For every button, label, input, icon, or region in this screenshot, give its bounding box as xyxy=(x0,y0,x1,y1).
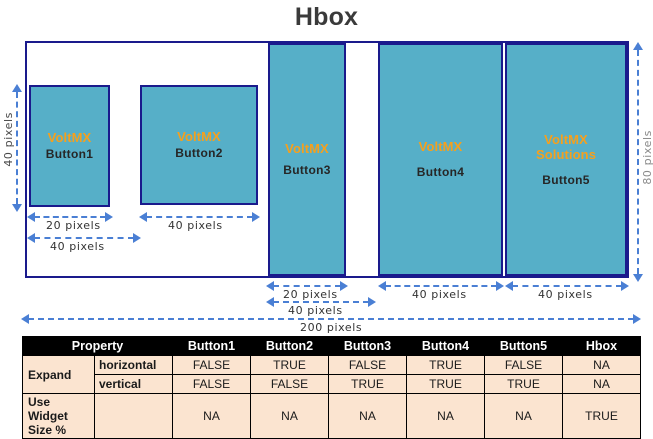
table-header-property: Property xyxy=(22,336,173,356)
dimension-label-button4-width: 40 pixels xyxy=(412,288,467,301)
row-sublabel-horizontal: horizontal xyxy=(94,355,173,375)
page-title: Hbox xyxy=(294,3,359,31)
table-row: Use Widget Size % NA NA NA NA NA TRUE xyxy=(22,393,641,439)
cell-expand-horizontal-button4: TRUE xyxy=(406,355,485,375)
row-label-use-widget-size: Use Widget Size % xyxy=(22,393,95,439)
dimension-label-container-height: 80 pixels xyxy=(641,130,653,185)
dimension-arrow-button-height xyxy=(12,84,22,212)
dimension-label-button5-width: 40 pixels xyxy=(538,288,593,301)
cell-widget-size-hbox: TRUE xyxy=(562,393,641,439)
cell-widget-size-button1: NA xyxy=(172,393,251,439)
dimension-label-button3-slot: 40 pixels xyxy=(288,304,343,317)
cell-widget-size-button3: NA xyxy=(328,393,407,439)
button-5-brand-line2: Solutions xyxy=(535,146,597,162)
dimension-arrow-button4-width xyxy=(378,281,504,291)
cell-expand-horizontal-button3: FALSE xyxy=(328,355,407,375)
dimension-arrow-button2-width xyxy=(139,212,260,222)
button-1-brand: VoltMX xyxy=(47,130,92,145)
dimension-label-button2-width: 40 pixels xyxy=(168,219,223,232)
table-header-button1: Button1 xyxy=(172,336,251,356)
button-4-brand: VoltMX xyxy=(418,139,463,154)
button-2[interactable]: VoltMX Button2 xyxy=(140,85,258,205)
dimension-label-button-height: 40 pixels xyxy=(2,112,15,167)
dimension-label-container-width: 200 pixels xyxy=(300,321,363,334)
table-header-button4: Button4 xyxy=(406,336,485,356)
cell-expand-horizontal-hbox: NA xyxy=(562,355,641,375)
cell-expand-vertical-button3: TRUE xyxy=(328,374,407,394)
button-1-label: Button1 xyxy=(45,147,94,161)
cell-expand-vertical-button4: TRUE xyxy=(406,374,485,394)
button-4-label: Button4 xyxy=(416,165,465,179)
cell-widget-size-button5: NA xyxy=(484,393,563,439)
button-1[interactable]: VoltMX Button1 xyxy=(29,85,110,207)
dimension-label-button1-width: 20 pixels xyxy=(46,219,101,232)
row-sublabel-vertical: vertical xyxy=(94,374,173,394)
button-2-brand: VoltMX xyxy=(177,129,221,144)
cell-widget-size-button2: NA xyxy=(250,393,329,439)
cell-expand-vertical-button1: FALSE xyxy=(172,374,251,394)
dimension-label-button1-slot: 40 pixels xyxy=(50,240,105,253)
table-header-row: Property Button1 Button2 Button3 Button4… xyxy=(22,336,641,356)
cell-expand-horizontal-button2: TRUE xyxy=(250,355,329,375)
table-header-button3: Button3 xyxy=(328,336,407,356)
dimension-label-button3-width: 20 pixels xyxy=(283,288,338,301)
dimension-arrow-button3-width xyxy=(266,281,348,291)
dimension-arrow-button5-width xyxy=(505,281,629,291)
dimension-arrow-button1-slot xyxy=(27,233,141,243)
cell-expand-vertical-button2: FALSE xyxy=(250,374,329,394)
button-4[interactable]: VoltMX Button4 xyxy=(378,43,503,276)
cell-expand-horizontal-button1: FALSE xyxy=(172,355,251,375)
dimension-arrow-container-width xyxy=(21,314,641,324)
button-2-label: Button2 xyxy=(175,146,223,160)
button-3-brand: VoltMX xyxy=(285,141,329,156)
dimension-arrow-button1-width xyxy=(27,212,113,222)
table-row: Expand horizontal FALSE TRUE FALSE TRUE … xyxy=(22,355,641,394)
table-header-button5: Button5 xyxy=(484,336,563,356)
cell-expand-horizontal-button5: FALSE xyxy=(484,355,563,375)
dimension-arrow-container-height xyxy=(633,42,643,282)
row-sublabel-empty xyxy=(94,393,173,439)
row-label-expand: Expand xyxy=(22,355,95,394)
button-3[interactable]: VoltMX Button3 xyxy=(268,43,346,276)
dimension-arrow-button3-slot xyxy=(266,297,376,307)
table-header-button2: Button2 xyxy=(250,336,329,356)
button-3-label: Button3 xyxy=(283,163,331,177)
table-header-hbox: Hbox xyxy=(562,336,641,356)
cell-widget-size-button4: NA xyxy=(406,393,485,439)
button-5-label: Button5 xyxy=(542,172,590,187)
button-5-brand-line1: VoltMX xyxy=(544,131,588,147)
cell-expand-vertical-button5: TRUE xyxy=(484,374,563,394)
button-5[interactable]: VoltMX Solutions Button5 xyxy=(505,43,627,276)
table-row: vertical FALSE FALSE TRUE TRUE TRUE NA xyxy=(23,374,641,394)
cell-expand-vertical-hbox: NA xyxy=(562,374,641,394)
